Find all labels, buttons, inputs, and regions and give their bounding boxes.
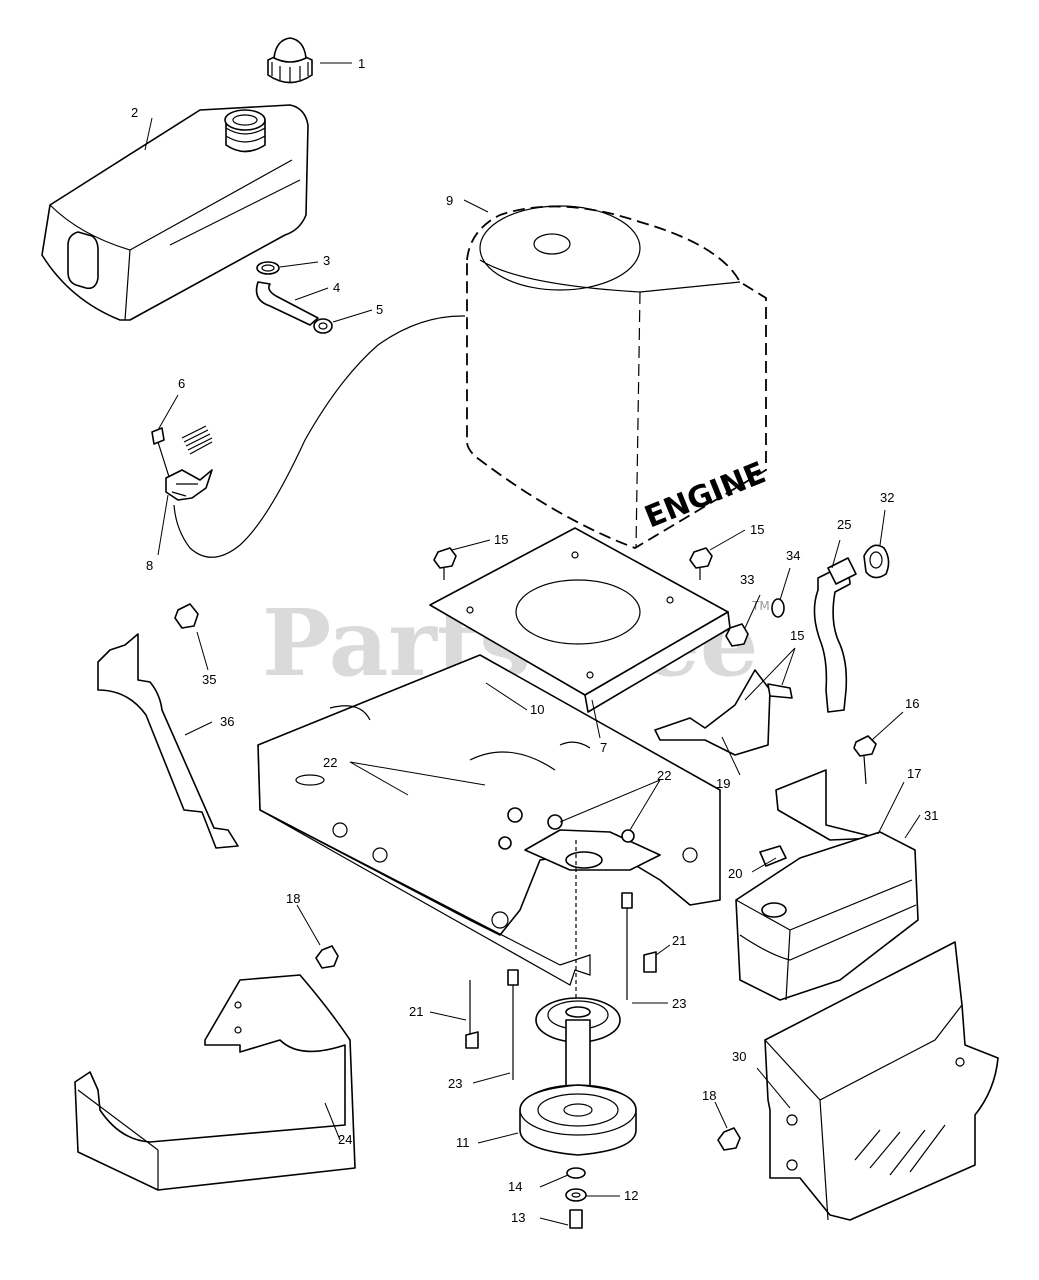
throttle-control[interactable] (165, 469, 213, 501)
exhaust-gasket[interactable] (863, 544, 890, 579)
spacer-rod-right[interactable] (621, 892, 633, 1000)
callout-4: 4 (333, 280, 340, 295)
fuel-cap[interactable] (267, 37, 313, 84)
callout-23-right: 23 (672, 996, 686, 1011)
engine-bolt-15-right[interactable] (689, 547, 713, 580)
callout-7: 7 (600, 740, 607, 755)
idler-bolt-right[interactable] (643, 951, 657, 973)
shield-nut-left[interactable] (315, 945, 339, 969)
callout-36: 36 (220, 714, 234, 729)
callout-24: 24 (338, 1132, 352, 1147)
support-bracket-36[interactable] (97, 633, 239, 849)
callout-1: 1 (358, 56, 365, 71)
bracket-screw-16[interactable] (853, 735, 877, 785)
shield-nut-right[interactable] (717, 1127, 741, 1151)
spacer-rod-left[interactable] (507, 969, 519, 1080)
idler-bolt-left[interactable] (465, 980, 479, 1049)
callout-19: 19 (716, 776, 730, 791)
callout-34: 34 (786, 548, 800, 563)
callout-33: 33 (740, 572, 754, 587)
callout-35: 35 (202, 672, 216, 687)
bracket-bolt-35[interactable] (174, 603, 199, 629)
callout-17: 17 (907, 766, 921, 781)
callout-15-left: 15 (494, 532, 508, 547)
muffler-bolt-20[interactable] (759, 845, 787, 867)
throttle-spring[interactable] (181, 425, 213, 455)
pulley-washer-14[interactable] (566, 1167, 586, 1179)
callout-15-bracket: 15 (790, 628, 804, 643)
throttle-cable (173, 315, 466, 558)
engine[interactable]: ENGINE (466, 205, 771, 549)
callout-9: 9 (446, 193, 453, 208)
callout-10: 10 (530, 702, 544, 717)
muffler-mount-plate-17[interactable] (775, 769, 879, 841)
callout-22-right: 22 (657, 768, 671, 783)
leader-lines (144, 62, 921, 1226)
pulley-washer-12[interactable] (565, 1188, 587, 1202)
muffler-guard[interactable] (764, 941, 999, 1221)
callout-20: 20 (728, 866, 742, 881)
callout-3: 3 (323, 253, 330, 268)
fuel-tank[interactable] (41, 104, 309, 321)
watermark-tm: TM (751, 599, 770, 613)
callout-13: 13 (511, 1210, 525, 1225)
callout-25: 25 (837, 517, 851, 532)
callout-16: 16 (905, 696, 919, 711)
callout-30: 30 (732, 1049, 746, 1064)
callout-6: 6 (178, 376, 185, 391)
hose-clamp-lower[interactable] (313, 318, 333, 334)
callout-31: 31 (924, 808, 938, 823)
bracket-bolt-15[interactable] (767, 683, 793, 699)
engine-pulley[interactable] (519, 840, 637, 1156)
engine-bolt-15-left[interactable] (433, 547, 457, 580)
frame-nuts[interactable] (498, 807, 635, 850)
callout-8: 8 (146, 558, 153, 573)
callout-labels: 1 2 3 4 5 6 7 8 9 10 11 12 13 14 15 15 1… (131, 56, 938, 1225)
callout-15-right: 15 (750, 522, 764, 537)
throttle-screw[interactable] (151, 427, 171, 481)
callout-2: 2 (131, 105, 138, 120)
callout-21-right: 21 (672, 933, 686, 948)
callout-32: 32 (880, 490, 894, 505)
callout-22-left: 22 (323, 755, 337, 770)
hose-clamp-upper[interactable] (256, 261, 280, 275)
callout-23-left: 23 (448, 1076, 462, 1091)
chassis-frame (257, 654, 721, 986)
exhaust-pipe[interactable] (813, 557, 857, 713)
callout-12: 12 (624, 1188, 638, 1203)
muffler[interactable] (735, 831, 919, 1001)
fuel-hose[interactable] (255, 281, 319, 326)
pulley-bolt-13[interactable] (569, 1209, 583, 1229)
callout-11: 11 (456, 1135, 470, 1150)
callout-5: 5 (376, 302, 383, 317)
lock-washer-34[interactable] (771, 598, 785, 618)
callout-14: 14 (508, 1179, 522, 1194)
callout-18-left: 18 (286, 891, 300, 906)
muffler-nut-33[interactable] (725, 623, 749, 647)
heat-shield[interactable] (74, 974, 356, 1191)
callout-18-right: 18 (702, 1088, 716, 1103)
callout-21-left: 21 (409, 1004, 423, 1019)
